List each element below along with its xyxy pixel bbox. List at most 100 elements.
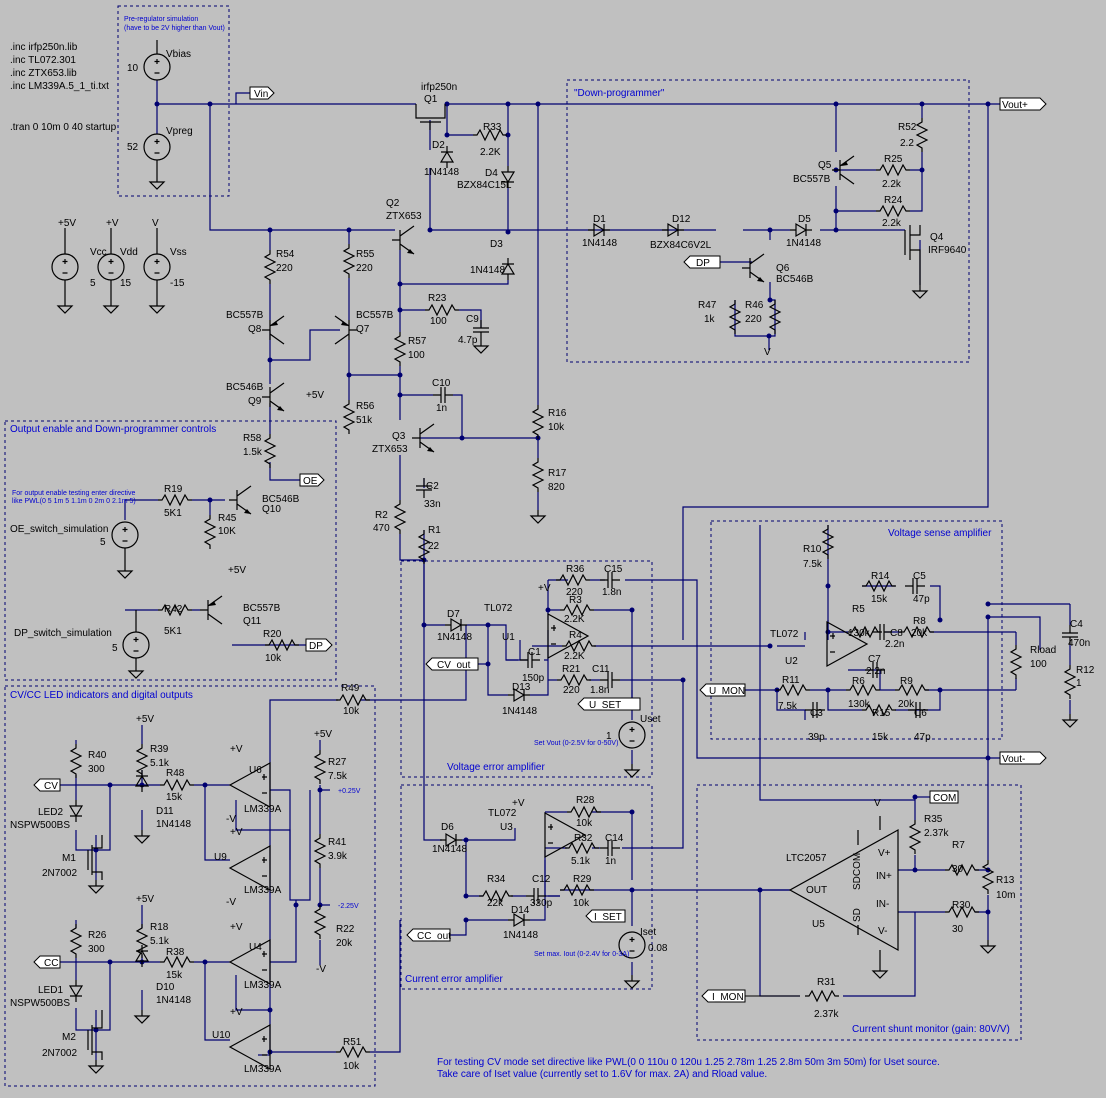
net-flag-u-mon[interactable] — [699, 683, 746, 697]
q9-transistor-icon[interactable] — [261, 382, 285, 412]
svg-text:220: 220 — [563, 685, 580, 696]
q4-mosfet-icon[interactable] — [904, 225, 921, 285]
r51-resistor-icon[interactable] — [335, 1046, 371, 1058]
svg-text:R51: R51 — [343, 1037, 362, 1048]
u10-comparator-icon[interactable] — [229, 1024, 271, 1070]
r26-resistor-icon[interactable] — [70, 923, 82, 959]
r17-resistor-icon[interactable] — [532, 457, 544, 493]
r18-resistor-icon[interactable] — [136, 923, 148, 959]
u5-ltc2057-icon[interactable] — [788, 816, 899, 965]
d7-diode-icon[interactable] — [444, 618, 468, 632]
r54-resistor-icon[interactable] — [264, 249, 276, 285]
svg-text:LTC2057: LTC2057 — [786, 853, 827, 864]
q10-transistor-icon[interactable] — [228, 485, 252, 515]
net-flag-cv[interactable] — [33, 778, 61, 792]
svg-text:Voltage error amplifier: Voltage error amplifier — [447, 762, 545, 773]
rload-resistor-icon[interactable] — [1010, 644, 1022, 680]
net-flag-i-mon[interactable] — [701, 989, 800, 1003]
r56-resistor-icon[interactable] — [343, 399, 355, 435]
q11-transistor-icon[interactable] — [199, 595, 223, 625]
d5-diode-icon[interactable] — [789, 223, 813, 237]
net-flag-u-set[interactable] — [577, 697, 641, 711]
r35-resistor-icon[interactable] — [909, 819, 921, 855]
svg-text:2.37k: 2.37k — [924, 828, 949, 839]
net-flag-cc[interactable] — [33, 955, 61, 969]
r12-resistor-icon[interactable] — [1064, 664, 1076, 700]
r27-resistor-icon[interactable] — [314, 749, 326, 785]
oe-switch-source-icon[interactable] — [111, 521, 139, 549]
r24-resistor-icon[interactable] — [875, 205, 911, 217]
net-flag-dp-out[interactable] — [305, 638, 333, 652]
r55-resistor-icon[interactable] — [343, 243, 355, 279]
r22-resistor-icon[interactable] — [314, 904, 326, 940]
vpreg-source-icon[interactable] — [143, 133, 171, 161]
svg-text:LM339A: LM339A — [244, 980, 282, 991]
led2-icon[interactable] — [69, 799, 83, 823]
net-flag-vout-plus[interactable] — [999, 97, 1047, 111]
r48-resistor-icon[interactable] — [159, 779, 195, 791]
r52-resistor-icon[interactable] — [916, 117, 928, 153]
svg-text:R30: R30 — [952, 900, 971, 911]
svg-text:1k: 1k — [704, 314, 716, 325]
q8-transistor-icon[interactable] — [261, 315, 285, 345]
net-flag-com[interactable] — [929, 790, 959, 804]
r40-resistor-icon[interactable] — [70, 743, 82, 779]
svg-text:220: 220 — [566, 587, 583, 598]
svg-text:R54: R54 — [276, 249, 295, 260]
q6-transistor-icon[interactable] — [741, 253, 765, 283]
svg-text:10: 10 — [127, 63, 139, 74]
c10-capacitor-icon[interactable] — [432, 386, 454, 404]
vss-source-icon[interactable] — [143, 253, 171, 281]
svg-text:LM339A: LM339A — [244, 885, 282, 896]
svg-text:OUT: OUT — [806, 885, 827, 896]
svg-text:15k: 15k — [871, 594, 888, 605]
svg-text:22: 22 — [428, 541, 440, 552]
svg-text:C2: C2 — [426, 481, 439, 492]
svg-text:V: V — [874, 798, 881, 809]
r41-resistor-icon[interactable] — [314, 833, 326, 869]
q2-transistor-icon[interactable] — [391, 225, 415, 255]
svg-text:5: 5 — [112, 643, 118, 654]
m2-mosfet-icon[interactable] — [87, 1010, 103, 1060]
dp-switch-source-icon[interactable] — [122, 631, 150, 659]
vcc-source-icon[interactable] — [51, 253, 79, 281]
svg-text:Q3: Q3 — [392, 431, 406, 442]
labels: .inc irfp250n.lib .inc TL072.301 .inc ZT… — [10, 16, 1095, 1080]
svg-text:BZX84C15L: BZX84C15L — [457, 180, 512, 191]
svg-text:1N4148: 1N4148 — [502, 706, 537, 717]
net-flag-cv-out[interactable] — [425, 657, 479, 671]
r2-resistor-icon[interactable] — [394, 499, 406, 535]
uset-source-icon[interactable] — [618, 721, 646, 749]
svg-text:+5V: +5V — [136, 714, 154, 725]
net-flag-vin[interactable] — [249, 86, 275, 100]
r19-resistor-icon[interactable] — [157, 494, 193, 506]
led1-icon[interactable] — [69, 979, 83, 1003]
svg-text:+V: +V — [230, 1007, 243, 1018]
r57-resistor-icon[interactable] — [394, 331, 406, 367]
r45-resistor-icon[interactable] — [204, 514, 216, 550]
r25-resistor-icon[interactable] — [875, 164, 911, 176]
svg-text:1.8n: 1.8n — [590, 685, 609, 696]
r4-resistor-icon[interactable] — [561, 640, 597, 652]
svg-text:SDCOM: SDCOM — [852, 853, 863, 890]
net-flag-cc-out[interactable] — [406, 928, 451, 942]
svg-text:2N7002: 2N7002 — [42, 868, 77, 879]
r21-resistor-icon[interactable] — [556, 674, 592, 686]
q1-mosfet-icon[interactable] — [415, 104, 446, 130]
r11-resistor-icon[interactable] — [775, 684, 811, 696]
r16-resistor-icon[interactable] — [532, 404, 544, 440]
r31-resistor-icon[interactable] — [804, 990, 840, 1002]
net-flag-oe[interactable] — [299, 473, 325, 487]
net-flag-i-set[interactable] — [585, 909, 626, 923]
r23-resistor-icon[interactable] — [424, 304, 460, 316]
m1-mosfet-icon[interactable] — [87, 835, 103, 880]
r13-resistor-icon[interactable] — [982, 859, 994, 895]
svg-text:2.2K: 2.2K — [564, 614, 585, 625]
svg-text:470n: 470n — [1068, 638, 1090, 649]
svg-text:1N4148: 1N4148 — [786, 238, 821, 249]
net-flag-dp-in[interactable] — [683, 255, 721, 269]
u9-comparator-icon[interactable] — [229, 845, 271, 891]
net-flag-vout-minus[interactable] — [999, 751, 1047, 765]
r38-resistor-icon[interactable] — [159, 956, 195, 968]
